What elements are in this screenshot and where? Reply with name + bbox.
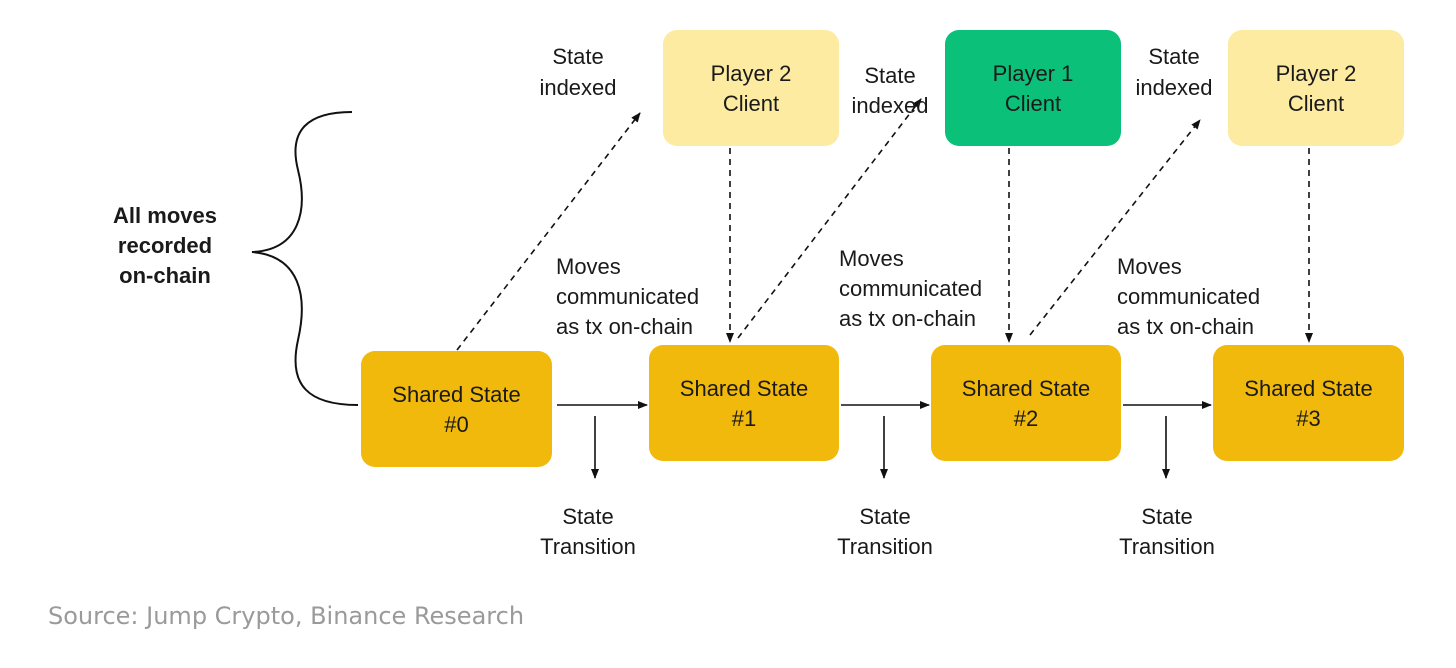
moves-communicated-label-line-3: as tx on-chain — [839, 306, 976, 331]
shared-state-number: #2 — [1014, 406, 1038, 431]
shared-state-box: Shared State #0 — [361, 351, 552, 467]
player-client-line-2: Client — [1005, 91, 1061, 116]
state-transition-label-line-1: State — [562, 504, 613, 529]
shared-state-number: #3 — [1296, 406, 1320, 431]
game-state-flow-diagram: All moves recorded on-chain Shared State… — [113, 30, 1404, 559]
shared-state-number: #0 — [444, 412, 468, 437]
state-indexed-label-line-1: State — [552, 44, 603, 69]
shared-state-number: #1 — [732, 406, 756, 431]
shared-state-rect — [649, 345, 839, 461]
shared-state-title: Shared State — [680, 376, 808, 401]
shared-state-box: Shared State #2 — [931, 345, 1121, 461]
player-client-line-1: Player 1 — [993, 61, 1074, 86]
player-client-line-2: Client — [1288, 91, 1344, 116]
player-client-line-1: Player 2 — [711, 61, 792, 86]
shared-state-rect — [361, 351, 552, 467]
moves-communicated-label-line-3: as tx on-chain — [1117, 314, 1254, 339]
state-transition-label-line-2: Transition — [837, 534, 933, 559]
state-indexed-arrow — [1029, 119, 1201, 336]
state-indexed-label-line-1: State — [1148, 44, 1199, 69]
player-client-rect — [1228, 30, 1404, 146]
state-indexed-label-line-2: indexed — [851, 93, 928, 118]
moves-communicated-label-line-2: communicated — [839, 276, 982, 301]
state-transition-label-line-1: State — [1141, 504, 1192, 529]
moves-communicated-label-line-2: communicated — [556, 284, 699, 309]
bracket-label-line-2: recorded — [118, 233, 212, 258]
moves-communicated-label-line-1: Moves — [556, 254, 621, 279]
player-client-line-1: Player 2 — [1276, 61, 1357, 86]
moves-communicated-label-line-2: communicated — [1117, 284, 1260, 309]
player-client-box: Player 2 Client — [1228, 30, 1404, 146]
state-indexed-arrow — [456, 112, 641, 351]
shared-state-title: Shared State — [392, 382, 520, 407]
shared-state-title: Shared State — [1244, 376, 1372, 401]
player-client-box-active: Player 1 Client — [945, 30, 1121, 146]
shared-state-rect — [1213, 345, 1404, 461]
curly-brace — [251, 111, 359, 406]
shared-state-rect — [931, 345, 1121, 461]
state-indexed-label-line-1: State — [864, 63, 915, 88]
shared-state-title: Shared State — [962, 376, 1090, 401]
moves-communicated-label-line-1: Moves — [839, 246, 904, 271]
state-transition-label-line-2: Transition — [1119, 534, 1215, 559]
source-caption: Source: Jump Crypto, Binance Research — [48, 602, 525, 630]
state-indexed-label-line-2: indexed — [1135, 75, 1212, 100]
player-client-rect — [663, 30, 839, 146]
player-client-rect — [945, 30, 1121, 146]
moves-communicated-label-line-1: Moves — [1117, 254, 1182, 279]
shared-state-box: Shared State #3 — [1213, 345, 1404, 461]
state-indexed-label-line-2: indexed — [539, 75, 616, 100]
state-transition-label-line-1: State — [859, 504, 910, 529]
player-client-box: Player 2 Client — [663, 30, 839, 146]
bracket-label-line-3: on-chain — [119, 263, 211, 288]
moves-communicated-label-line-3: as tx on-chain — [556, 314, 693, 339]
state-transition-label-line-2: Transition — [540, 534, 636, 559]
player-client-line-2: Client — [723, 91, 779, 116]
bracket-label-line-1: All moves — [113, 203, 217, 228]
shared-state-box: Shared State #1 — [649, 345, 839, 461]
